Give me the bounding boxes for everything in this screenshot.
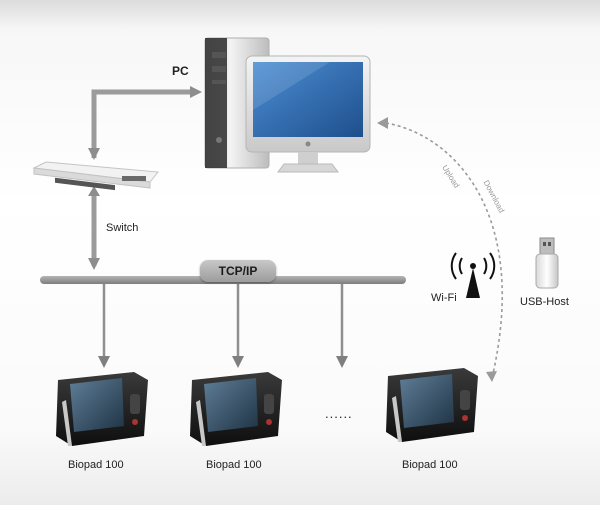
wifi-label: Wi-Fi [431,292,457,304]
usb-stick [535,237,559,289]
device-1 [56,372,148,446]
device-label-1: Biopad 100 [68,459,124,471]
drop-arrowheads [98,356,348,368]
ellipsis-label: ...... [325,406,353,421]
device-label-2: Biopad 100 [206,459,262,471]
device-label-3: Biopad 100 [402,459,458,471]
tcpip-label: TCP/IP [200,260,276,282]
usb-host-label: USB-Host [520,296,569,308]
switch-network-link [88,186,100,270]
pc-monitor [245,55,371,173]
wireless-link [385,122,503,379]
device-2 [190,372,282,446]
device-drops [102,284,344,360]
pc-label: PC [172,64,189,78]
pc-switch-link [88,86,202,160]
wifi-antenna [450,252,496,298]
network-switch [32,161,159,191]
switch-label: Switch [106,222,139,234]
device-3 [386,368,478,442]
